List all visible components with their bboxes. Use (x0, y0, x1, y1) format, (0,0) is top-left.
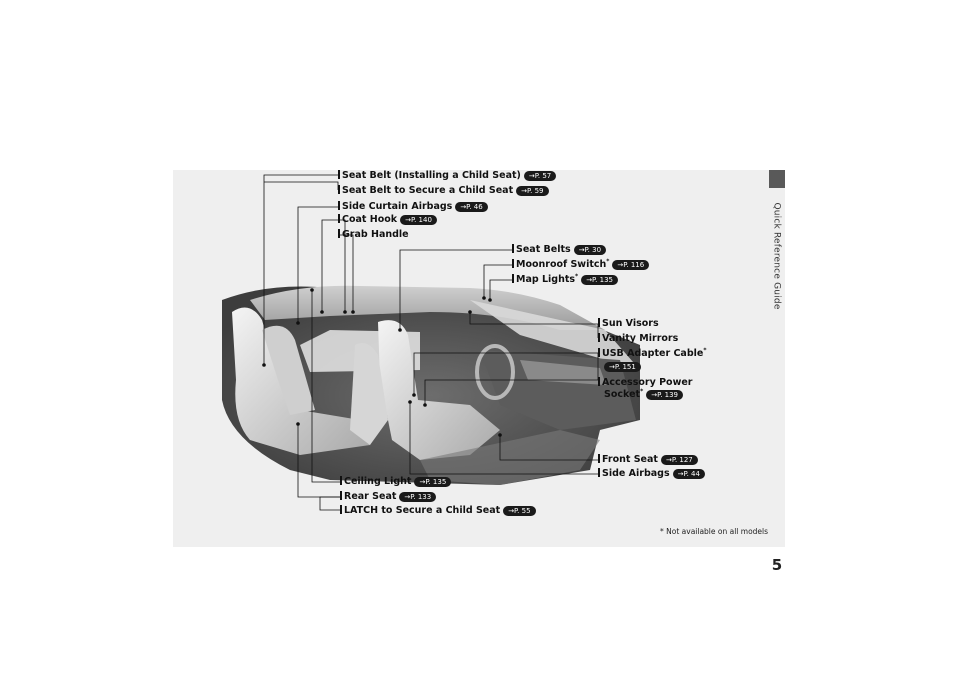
page-ref-link[interactable]: →P. 57 (523, 171, 557, 181)
page-ref-link[interactable]: →P. 140 (400, 215, 437, 225)
label-moonroof-switch: Moonroof Switch*→P. 116 (512, 258, 650, 271)
label-accessory-socket-line2: Socket*→P. 139 (604, 388, 684, 401)
page-ref-link[interactable]: →P. 44 (672, 469, 705, 479)
label-seat-belt-installing-child-seat: Seat Belt (Installing a Child Seat)→P. 5… (338, 170, 557, 182)
label-coat-hook: Coat Hook→P. 140 (338, 214, 437, 226)
label-seat-belts: Seat Belts→P. 30 (512, 244, 607, 256)
label-vanity-mirrors: Vanity Mirrors (598, 333, 678, 345)
label-grab-handle: Grab Handle (338, 229, 409, 241)
label-sun-visors: Sun Visors (598, 318, 659, 330)
page-ref-link[interactable]: →P. 151 (604, 362, 641, 372)
label-front-seat: Front Seat→P. 127 (598, 454, 698, 466)
page-ref-link[interactable]: →P. 135 (414, 477, 452, 487)
label-side-airbags: Side Airbags→P. 44 (598, 468, 705, 480)
side-tab (769, 170, 785, 547)
footnote: * Not available on all models (660, 527, 769, 536)
label-side-curtain-airbags: Side Curtain Airbags→P. 46 (338, 201, 488, 213)
page-ref-link[interactable]: →P. 55 (503, 506, 536, 516)
page-ref-link[interactable]: →P. 116 (612, 260, 650, 270)
label-accessory-power-socket: Accessory Power (598, 377, 692, 389)
side-tab-marker (769, 170, 785, 188)
page-number: 5 (771, 556, 783, 574)
label-usb-ref: →P. 151 (601, 361, 641, 373)
label-latch-secure-child-seat: LATCH to Secure a Child Seat→P. 55 (340, 505, 536, 517)
label-rear-seat: Rear Seat→P. 133 (340, 491, 437, 503)
label-seat-belt-secure-child-seat: Seat Belt to Secure a Child Seat→P. 59 (338, 185, 549, 197)
page-ref-link[interactable]: →P. 139 (646, 390, 684, 400)
page-ref-link[interactable]: →P. 59 (516, 186, 549, 196)
page-ref-link[interactable]: →P. 127 (660, 455, 698, 465)
page-ref-link[interactable]: →P. 30 (573, 245, 607, 255)
label-map-lights: Map Lights*→P. 135 (512, 273, 618, 286)
label-usb-adapter-cable: USB Adapter Cable* (598, 347, 706, 360)
page-ref-link[interactable]: →P. 133 (399, 492, 437, 502)
label-ceiling-light: Ceiling Light→P. 135 (340, 476, 452, 488)
page-ref-link[interactable]: →P. 46 (455, 202, 488, 212)
page-ref-link[interactable]: →P. 135 (581, 275, 618, 285)
